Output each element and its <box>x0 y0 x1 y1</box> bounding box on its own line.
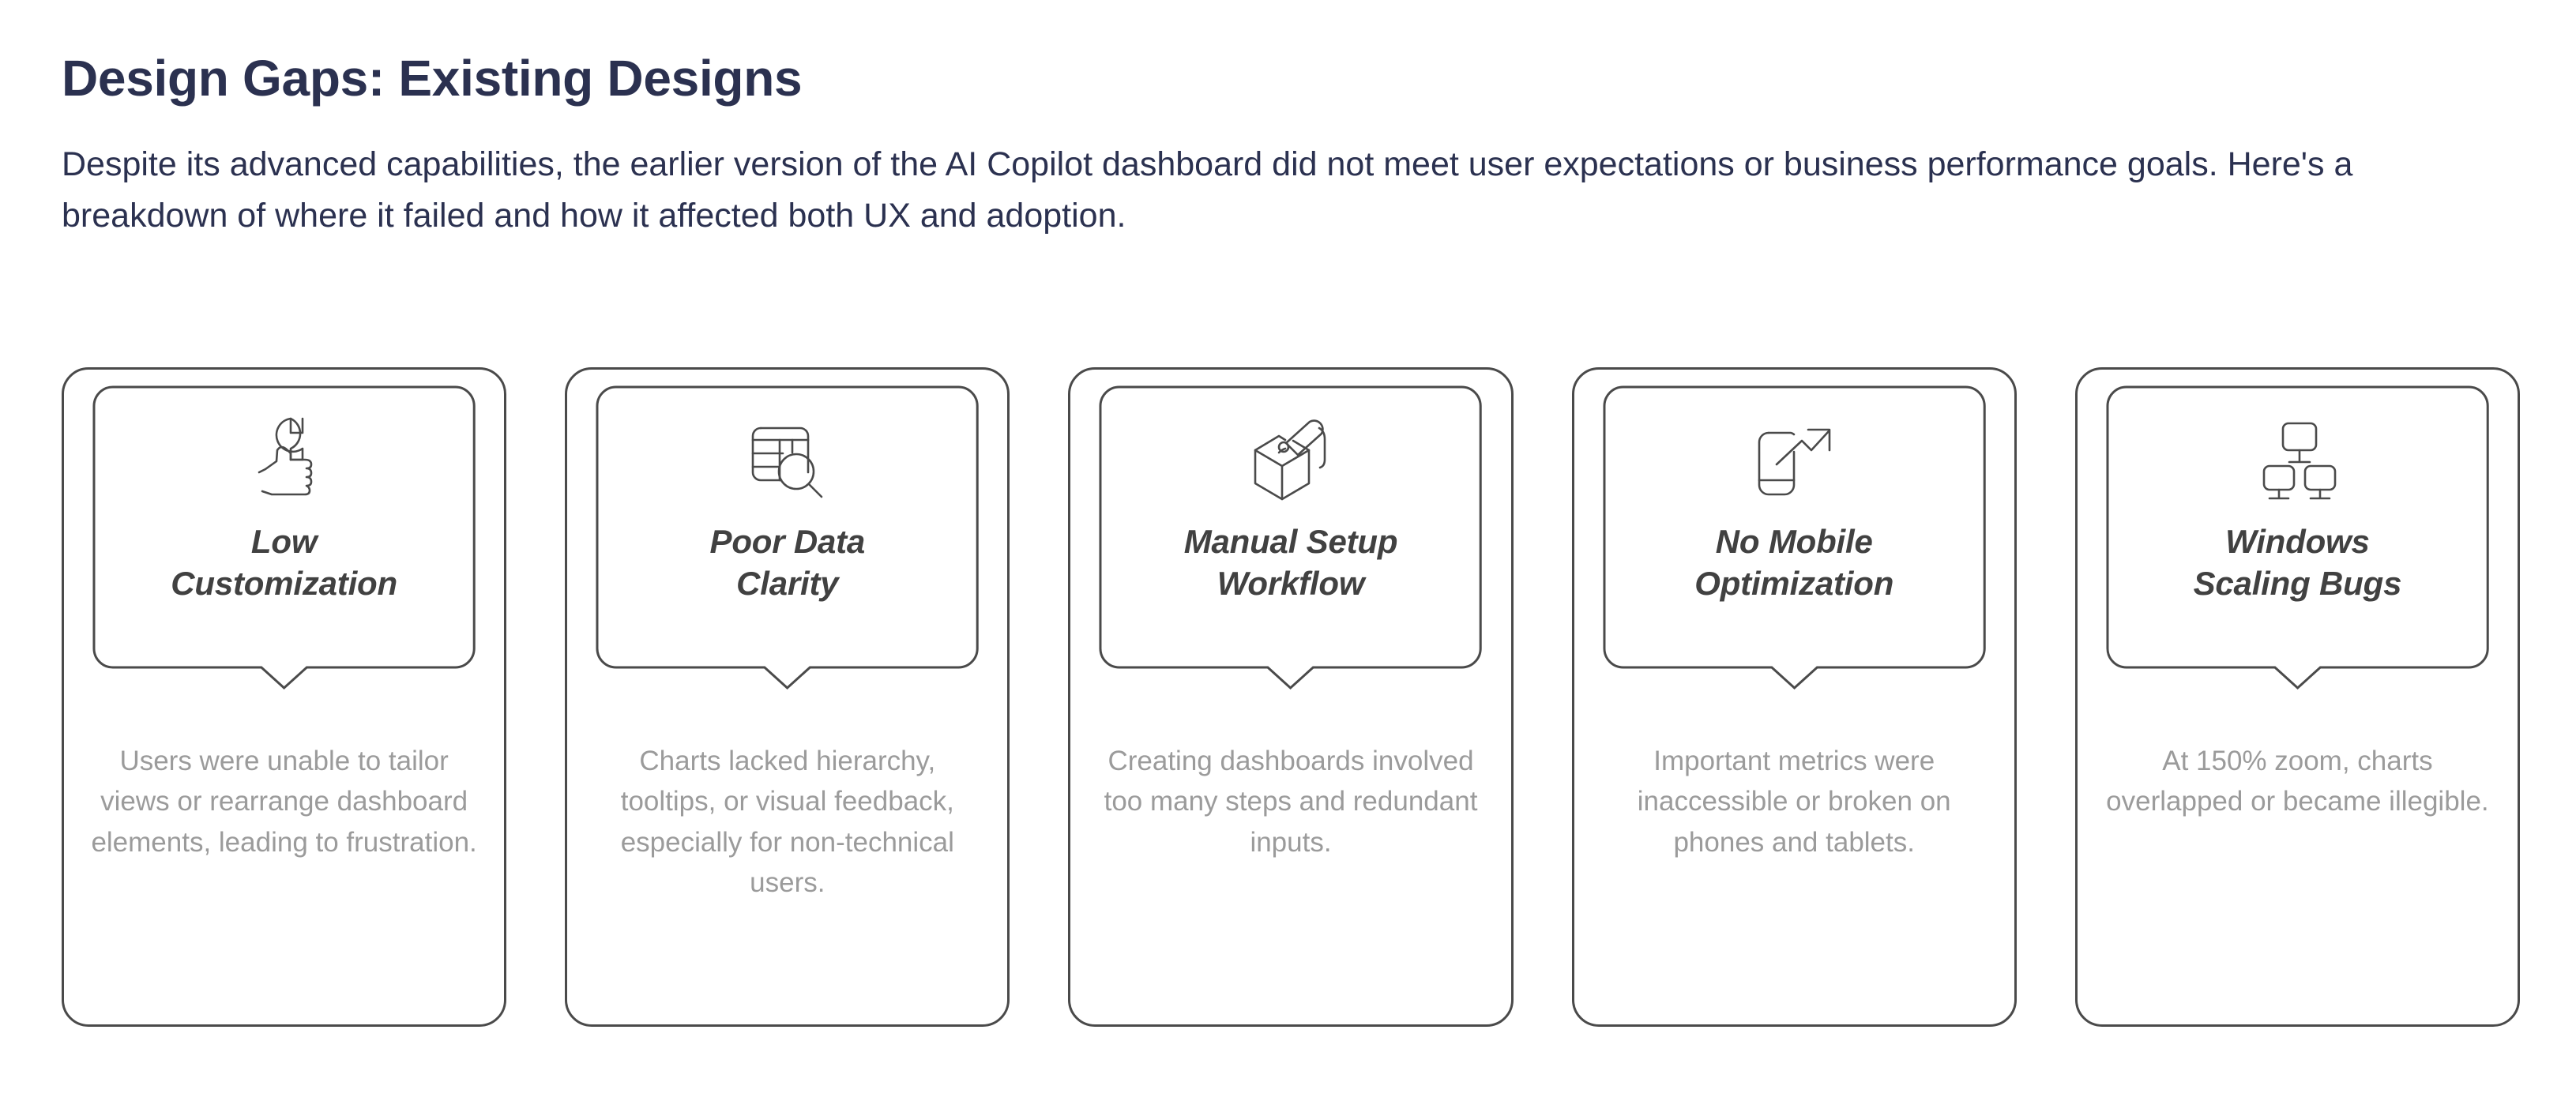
speech-bubble-no-mobile-optimization: No Mobile Optimization <box>1603 385 1986 690</box>
gap-card-windows-scaling-bugs[interactable]: Windows Scaling Bugs At 150% zoom, chart… <box>2074 367 2521 1027</box>
gap-card-manual-setup-workflow[interactable]: Manual Setup Workflow Creating dashboard… <box>1068 367 1514 1027</box>
speech-bubble-outline <box>1099 385 1482 690</box>
table-magnifier-icon <box>743 412 832 507</box>
multiple-monitors-icon <box>2253 412 2341 507</box>
cube-pen-icon <box>1244 412 1337 507</box>
card-title: Windows Scaling Bugs <box>2193 523 2402 602</box>
card-description: Creating dashboards involved too many st… <box>1104 746 1478 858</box>
speech-bubble-low-customization: Low Customization <box>92 385 476 690</box>
card-description: Charts lacked hierarchy, tooltips, or vi… <box>620 746 954 899</box>
speech-bubble-outline <box>1603 385 1986 690</box>
speech-bubble-outline <box>596 385 979 690</box>
hand-holding-wrench-icon <box>242 412 327 507</box>
card-description: At 150% zoom, charts overlapped or becam… <box>2106 746 2489 817</box>
speech-bubble-windows-scaling-bugs: Windows Scaling Bugs <box>2106 385 2489 690</box>
page-title: Design Gaps: Existing Designs <box>62 50 803 107</box>
gap-card-poor-data-clarity[interactable]: Poor Data Clarity Charts lacked hierarch… <box>565 367 1010 1027</box>
mobile-trend-arrow-icon <box>1750 412 1838 507</box>
page-intro-paragraph: Despite its advanced capabilities, the e… <box>62 145 2353 235</box>
speech-bubble-outline <box>92 385 476 690</box>
gap-cards-row: Low Customization Users were unable to t… <box>62 367 2521 1027</box>
speech-bubble-manual-setup-workflow: Manual Setup Workflow <box>1099 385 1482 690</box>
card-description: Important metrics were inaccessible or b… <box>1637 746 1951 858</box>
card-title: No Mobile Optimization <box>1694 523 1894 602</box>
speech-bubble-outline <box>2106 385 2489 690</box>
card-title: Poor Data Clarity <box>709 523 866 602</box>
card-title: Low Customization <box>171 523 397 602</box>
gap-card-low-customization[interactable]: Low Customization Users were unable to t… <box>62 367 507 1027</box>
gap-card-no-mobile-optimization[interactable]: No Mobile Optimization Important metrics… <box>1571 367 2017 1027</box>
card-title: Manual Setup Workflow <box>1183 523 1398 602</box>
card-description: Users were unable to tailor views or rea… <box>91 746 477 858</box>
speech-bubble-poor-data-clarity: Poor Data Clarity <box>596 385 979 690</box>
